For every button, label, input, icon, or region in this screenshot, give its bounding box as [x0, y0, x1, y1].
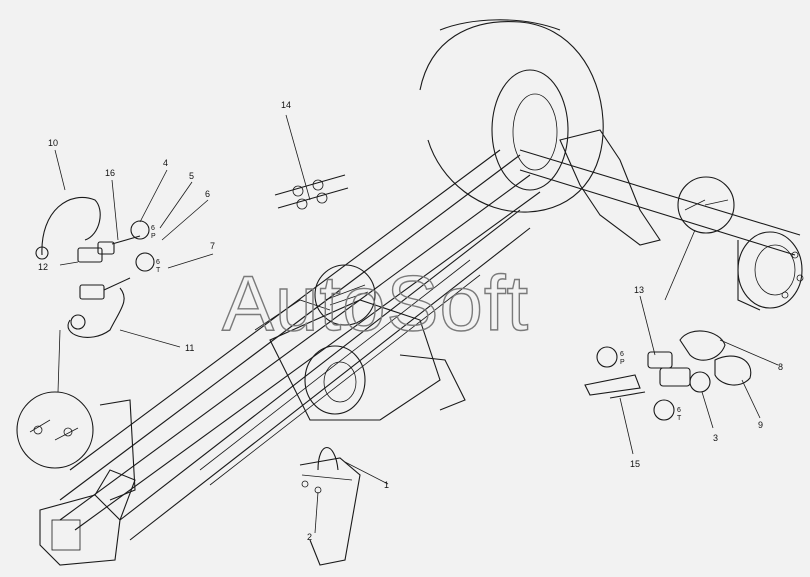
watermark: AutoSoft — [222, 259, 529, 347]
detail-circle-left — [16, 391, 94, 469]
tire — [419, 19, 604, 213]
callout-10: 10 — [48, 138, 58, 148]
mounting-bracket — [299, 447, 361, 566]
callout-13: 13 — [634, 285, 644, 295]
coupler-parts-left — [35, 196, 155, 338]
detail-circle-center — [314, 264, 376, 326]
callout-11: 11 — [185, 343, 194, 353]
callout-16: 16 — [105, 168, 115, 178]
callout-5: 5 — [189, 171, 194, 181]
drawbar-eye — [39, 399, 136, 566]
mark-right-bottom-a: 6 — [677, 407, 681, 414]
callout-labels: 10 16 4 5 6 7 12 11 14 13 8 9 3 15 1 2 — [38, 100, 783, 542]
callout-15: 15 — [630, 459, 640, 469]
mark-mid-left-b: T — [156, 267, 161, 274]
mark-mid-left-a: 6 — [156, 259, 160, 266]
callout-3: 3 — [713, 433, 718, 443]
mark-right-bottom-b: T — [677, 415, 682, 422]
callout-7: 7 — [210, 241, 215, 251]
mark-upper-left-b: P — [151, 233, 156, 240]
callout-9: 9 — [758, 420, 763, 430]
cylinder-assembly — [254, 299, 466, 421]
callout-12: 12 — [38, 262, 48, 272]
hose-fittings-14 — [274, 174, 349, 210]
coupler-parts-right — [584, 330, 752, 421]
mark-right-top-a: 6 — [620, 351, 624, 358]
callout-8: 8 — [778, 362, 783, 372]
leader-lines — [54, 114, 779, 534]
wheel-hub — [737, 231, 804, 311]
callout-2: 2 — [307, 532, 312, 542]
detail-circle-right — [677, 176, 735, 234]
callout-4: 4 — [163, 158, 168, 168]
size-marks: 6 P 6 T 6 P 6 T — [151, 225, 682, 422]
callout-1: 1 — [384, 480, 389, 490]
mark-upper-left-a: 6 — [151, 225, 155, 232]
callout-14: 14 — [281, 100, 291, 110]
mark-right-top-b: P — [620, 359, 625, 366]
callout-6: 6 — [205, 189, 210, 199]
